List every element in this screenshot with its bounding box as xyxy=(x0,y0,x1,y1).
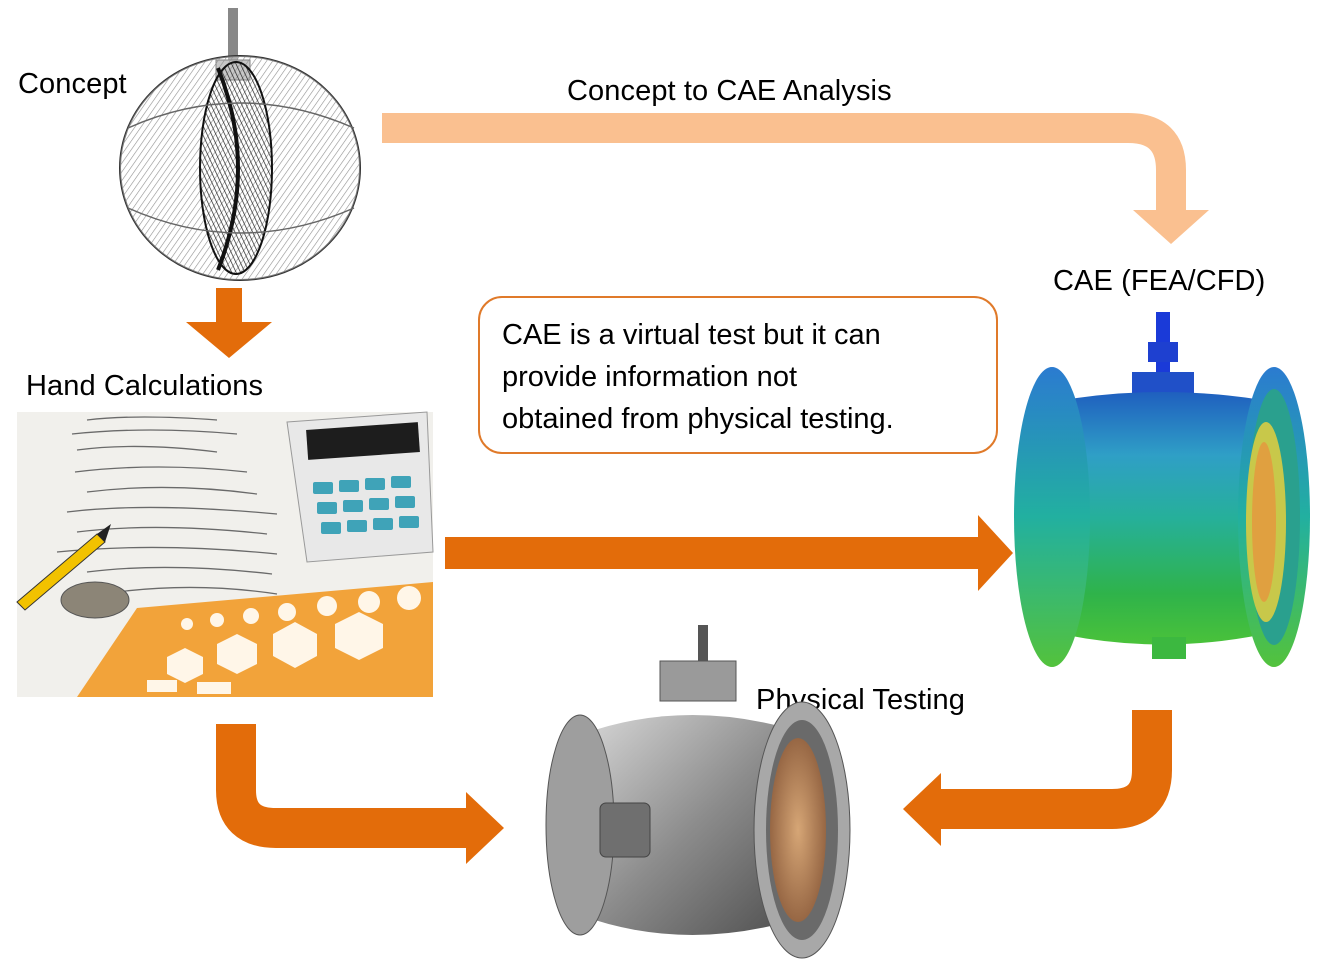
hand-calculations-label: Hand Calculations xyxy=(26,370,264,402)
callout-box: CAE is a virtual test but it can provide… xyxy=(478,296,998,454)
hand-calc-to-cae-arrow xyxy=(445,515,1013,591)
concept-to-cae-label: Concept to CAE Analysis xyxy=(567,75,892,107)
callout-line-1: CAE is a virtual test but it can xyxy=(502,319,881,351)
cae-valve-model-icon xyxy=(1014,312,1310,667)
concept-label: Concept xyxy=(18,68,127,100)
physical-valve-icon xyxy=(545,625,851,959)
cae-to-physical-arrow xyxy=(903,710,1172,846)
handwritten-equations xyxy=(56,416,278,595)
template-ruler-icon xyxy=(77,582,433,697)
pencil-icon xyxy=(16,524,111,611)
hand-calc-to-physical-arrow xyxy=(216,724,504,864)
concept-to-hand-calc-arrow xyxy=(186,288,272,358)
metal-part-icon xyxy=(60,581,130,619)
cae-label: CAE (FEA/CFD) xyxy=(1053,265,1266,297)
concept-sketch-icon xyxy=(119,8,361,281)
callout-line-3: obtained from physical testing. xyxy=(502,403,894,435)
concept-to-cae-arrow xyxy=(382,113,1209,244)
callout-line-2: provide information not xyxy=(502,361,797,393)
calculator-icon xyxy=(286,411,434,563)
hand-calculations-photo-icon xyxy=(16,411,434,697)
